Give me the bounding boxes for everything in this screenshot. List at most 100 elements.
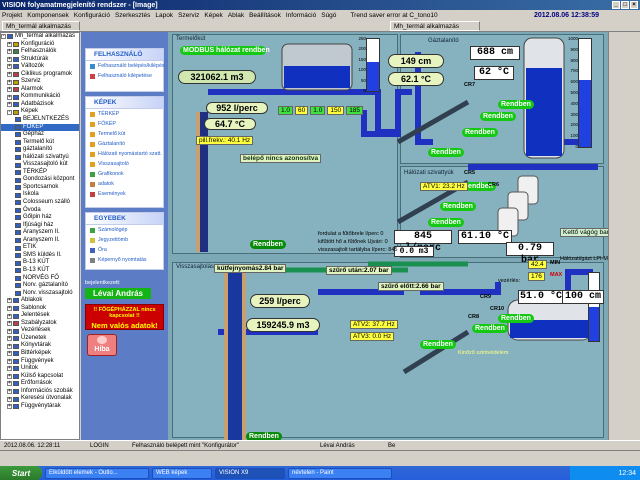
tree-item[interactable]: +Szerviz (1, 78, 79, 86)
tree-item[interactable]: +Kommunikáció (1, 93, 79, 101)
tree-item[interactable]: +Vezérlések (1, 327, 79, 335)
panel-images-title[interactable]: KÉPEK (86, 97, 163, 109)
panel-link[interactable]: Óra (86, 245, 163, 255)
tree-item[interactable]: Norv. visszasajtoló (1, 290, 79, 298)
setpoint-value[interactable]: 1.0 (278, 106, 294, 115)
panel-link[interactable]: TÉRKÉP (86, 109, 163, 119)
expand-toggle-icon[interactable]: - (1, 33, 6, 40)
menu-item[interactable]: Képek (204, 11, 223, 19)
tree-item[interactable]: +Struktúrák (1, 56, 79, 64)
tree-item[interactable]: SMS küldés II. (1, 252, 79, 260)
expand-toggle-icon[interactable]: + (7, 63, 12, 70)
start-button[interactable]: Start (0, 466, 42, 480)
expand-toggle-icon[interactable]: + (7, 357, 12, 364)
tree-item[interactable]: ETIK (1, 244, 79, 252)
tree-item[interactable]: +Sablonok (1, 305, 79, 313)
expand-toggle-icon[interactable]: + (7, 380, 12, 387)
tree-item[interactable]: Aranyszem II. (1, 229, 79, 237)
tree-item[interactable]: +Könyvtárak (1, 342, 79, 350)
tree-item[interactable]: -Mh_termál alkalmazás (1, 33, 79, 41)
menu-item[interactable]: Információ (285, 11, 317, 19)
tree-item[interactable]: Colosseum szálló (1, 199, 79, 207)
tree-item[interactable]: gáztalanító (1, 146, 79, 154)
panel-link[interactable]: Számológép (86, 225, 163, 235)
tree-item[interactable]: +Szabályzatok (1, 320, 79, 328)
tree-item[interactable]: +Adatbázisok (1, 101, 79, 109)
expand-toggle-icon[interactable]: + (7, 86, 12, 93)
panel-link[interactable]: Visszasajtoló (86, 159, 163, 169)
tree-item[interactable]: +Konfiguráció (1, 41, 79, 49)
panel-link[interactable]: Felhasználó kilépetése (86, 71, 163, 81)
expand-toggle-icon[interactable]: + (7, 365, 12, 372)
tree-item[interactable]: BEJELNTKEZÉS (1, 116, 79, 124)
taskbar-button[interactable]: VISION X9 (215, 467, 285, 479)
expand-toggle-icon[interactable]: + (7, 297, 12, 304)
tree-item[interactable]: +Jelentések (1, 312, 79, 320)
tree-item[interactable]: Termelő kút (1, 139, 79, 147)
menu-item[interactable]: Szerkesztés (114, 11, 151, 19)
tree-item[interactable]: +Külső kapcsolat (1, 373, 79, 381)
tree-item[interactable]: +Unitok (1, 365, 79, 373)
tree-item[interactable]: Norv. gáztalanító (1, 282, 79, 290)
expand-toggle-icon[interactable]: + (7, 327, 12, 334)
tree-item[interactable]: Óvoda (1, 207, 79, 215)
tree-item[interactable]: +Bittérképek (1, 350, 79, 358)
expand-toggle-icon[interactable]: + (7, 40, 12, 47)
tree-item[interactable]: hálózati szivattyú (1, 154, 79, 162)
menu-item[interactable]: Komponensek (27, 11, 69, 19)
tree-item[interactable]: +Felhasználók (1, 48, 79, 56)
panel-user-title[interactable]: FELHASZNÁLÓ (86, 49, 163, 61)
max-value[interactable]: 176 (528, 272, 545, 281)
menu-item[interactable]: Konfiguráció (73, 11, 110, 19)
expand-toggle-icon[interactable]: + (7, 342, 12, 349)
expand-toggle-icon[interactable]: + (7, 304, 12, 311)
tree-item[interactable]: B-13 KÚT (1, 267, 79, 275)
setpoint-value[interactable]: 60 (295, 106, 309, 115)
expand-toggle-icon[interactable]: - (7, 108, 12, 115)
tab-image[interactable]: Mh_termál alkalmazás (390, 21, 480, 31)
error-button[interactable]: Hiba (87, 334, 117, 356)
maximize-icon[interactable]: □ (621, 1, 629, 9)
expand-toggle-icon[interactable]: + (7, 78, 12, 85)
panel-link[interactable]: FŐKÉP (86, 119, 163, 129)
taskbar-button[interactable]: WEB képek (152, 467, 212, 479)
tree-item[interactable]: B-13 KÚT (1, 259, 79, 267)
tree-item[interactable]: Visszasajtoló kút (1, 161, 79, 169)
expand-toggle-icon[interactable]: + (7, 93, 12, 100)
panel-misc-title[interactable]: EGYEBEK (86, 213, 163, 225)
tree-item[interactable]: +Alarmok (1, 86, 79, 94)
panel-link[interactable]: Képernyő nyomtatás (86, 255, 163, 265)
expand-toggle-icon[interactable]: + (7, 71, 12, 77)
panel-link[interactable]: Hálózati nyomástartó szatt. (86, 149, 163, 159)
tree-item[interactable]: TÉRKÉP (1, 169, 79, 177)
panel-link[interactable]: Események (86, 189, 163, 199)
menu-item[interactable]: Beállítások (249, 11, 281, 19)
tree-item[interactable]: +Információs szobák (1, 388, 79, 396)
tree-item[interactable]: +Függvénytárak (1, 403, 79, 411)
tree-item[interactable]: -Képek (1, 108, 79, 116)
tree-item[interactable]: NORVÉG FŐ (1, 275, 79, 283)
tree-item[interactable]: Gondozási központ (1, 176, 79, 184)
minimize-icon[interactable]: _ (612, 1, 620, 9)
tree-item[interactable]: +Üzenetek (1, 335, 79, 343)
taskbar-button[interactable]: névtelen - Paint (288, 467, 392, 479)
tree-item[interactable]: +Ciklikus programok (1, 71, 79, 79)
expand-toggle-icon[interactable]: + (7, 387, 12, 394)
expand-toggle-icon[interactable]: + (7, 55, 12, 62)
panel-link[interactable]: Termelő kút (86, 129, 163, 139)
tree-item[interactable]: +Függvények (1, 358, 79, 366)
tree-item[interactable]: FŐKÉP (1, 123, 79, 132)
menu-item[interactable]: Projekt (2, 11, 23, 19)
tree-item[interactable]: +Változók (1, 63, 79, 71)
tree-item[interactable]: Iskola (1, 191, 79, 199)
menu-item[interactable]: Ablak (227, 11, 245, 19)
panel-link[interactable]: Jegyzettömb (86, 235, 163, 245)
setpoint-value[interactable]: 185 (346, 106, 364, 115)
tree-item[interactable]: +Keresési útvonalak (1, 395, 79, 403)
expand-toggle-icon[interactable]: + (7, 372, 12, 379)
project-tree[interactable]: -Mh_termál alkalmazás+Konfiguráció+Felha… (0, 32, 80, 440)
tree-item[interactable]: Sportcsarnok (1, 184, 79, 192)
right-scroll-area[interactable] (608, 32, 640, 440)
expand-toggle-icon[interactable]: + (7, 395, 12, 402)
close-icon[interactable]: × (630, 1, 638, 9)
